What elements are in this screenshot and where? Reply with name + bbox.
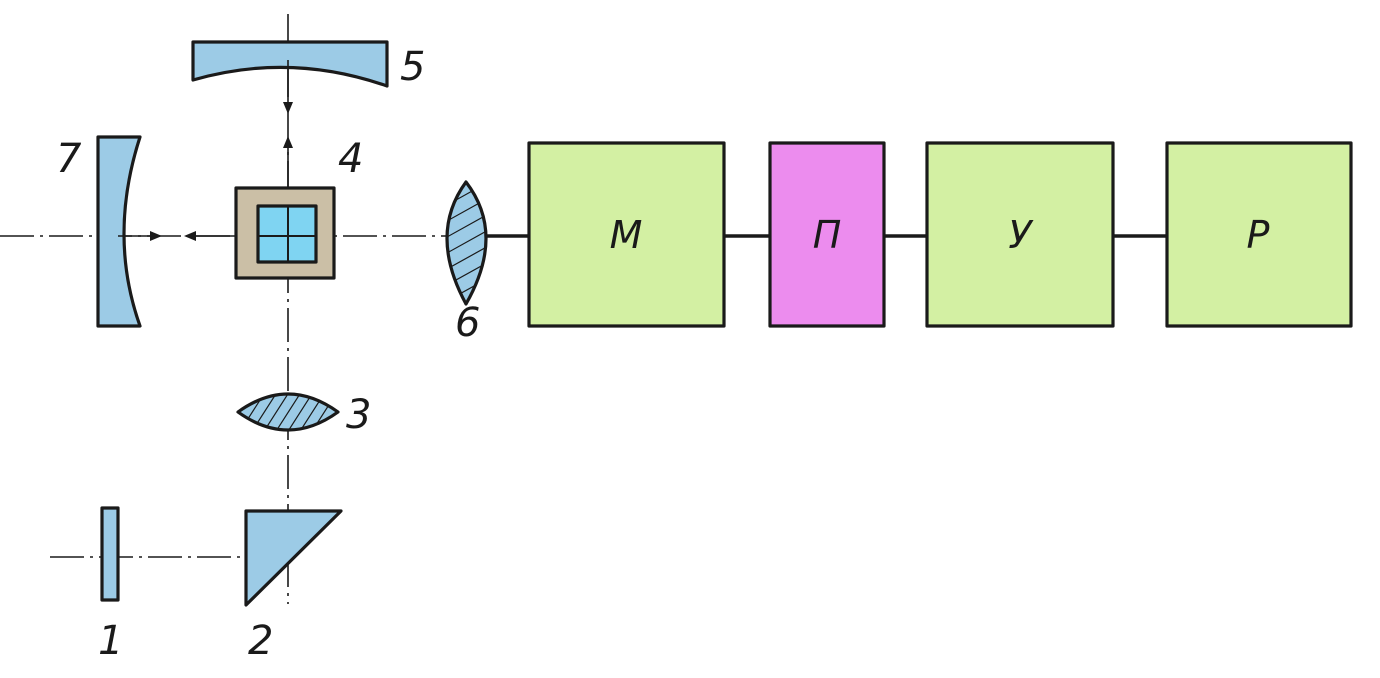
- element-2-prism: [244, 509, 343, 607]
- block-u-label: У: [1008, 213, 1034, 257]
- element-6-lens: [445, 180, 488, 306]
- element-4-cell: [234, 186, 336, 280]
- block-p: [768, 141, 886, 328]
- label-6: 6: [455, 300, 480, 346]
- block-r-label: Р: [1247, 213, 1270, 257]
- element-5-mirror: [191, 40, 389, 88]
- label-7: 7: [56, 136, 82, 182]
- block-p-label: П: [813, 213, 842, 257]
- label-2: 2: [248, 618, 273, 664]
- block-m: [527, 141, 726, 328]
- label-5: 5: [400, 44, 425, 90]
- element-7-mirror: [96, 135, 142, 328]
- element-3-lens: [236, 392, 340, 432]
- label-4: 4: [338, 136, 363, 182]
- block-u: [925, 141, 1115, 328]
- label-3: 3: [346, 392, 371, 438]
- block-r: [1165, 141, 1353, 328]
- label-1: 1: [98, 618, 123, 664]
- block-m-label: M: [610, 213, 643, 257]
- element-1-plate: [100, 506, 120, 602]
